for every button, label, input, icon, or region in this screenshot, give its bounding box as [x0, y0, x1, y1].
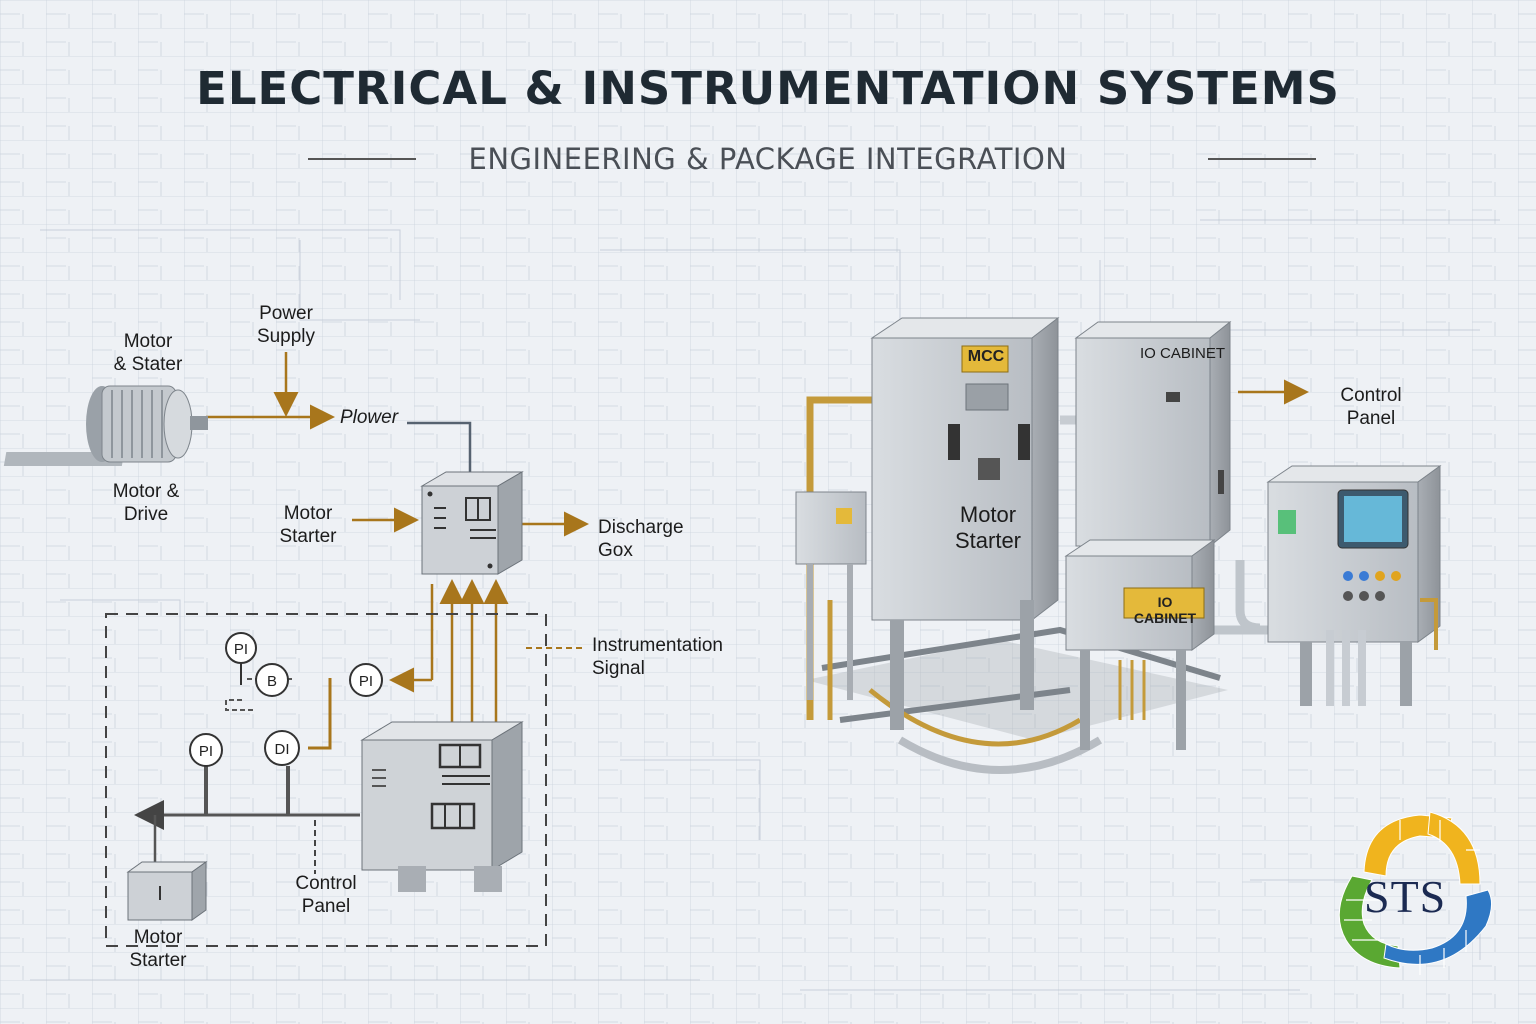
- discharge-box-label: Discharge Gox: [598, 517, 684, 561]
- io-cabinet-top-label: IO CABINET: [1140, 345, 1226, 362]
- schematic-lines: [105, 352, 589, 947]
- page-title: ELECTRICAL & INSTRUMENTATION SYSTEMS: [196, 62, 1340, 115]
- bottom-starter-box-icon: [126, 861, 208, 921]
- instrument-tag: PI: [199, 743, 213, 760]
- power-supply-label: Power Supply: [256, 303, 316, 347]
- instrument-tag: DI: [275, 741, 290, 758]
- mcc-body-label: Motor Starter: [954, 502, 1022, 553]
- instrument-bubbles: [189, 632, 383, 767]
- instrumentation-signal-label: Instrumentation Signal: [592, 635, 723, 679]
- motor-bottom-label: Motor & Drive: [112, 481, 180, 525]
- control-panel-callout: Control Panel: [1340, 385, 1402, 429]
- motor-starter-label: Motor Starter: [279, 503, 337, 547]
- power-label: Plower: [339, 407, 399, 428]
- instrument-tag: PI: [359, 673, 373, 690]
- bottom-motor-starter-label: Motor Starter: [129, 927, 187, 971]
- instrument-tags: PI B PI PI DI: [199, 641, 373, 760]
- io-cabinet-plate: IO CABINET: [1133, 594, 1197, 626]
- sts-logo: [1338, 811, 1492, 975]
- motor-starter-box-icon: [420, 471, 524, 575]
- equipment-skid: [795, 316, 1442, 774]
- control-panel-label: Control Panel: [295, 873, 357, 917]
- instrument-tag: B: [267, 673, 277, 690]
- motor-top-label: Motor & Stater: [113, 331, 183, 375]
- control-panel-box-icon: [360, 721, 524, 892]
- page-subtitle: ENGINEERING & PACKAGE INTEGRATION: [468, 142, 1068, 176]
- subtitle-rule-right: [1208, 158, 1316, 160]
- subtitle-rule-left: [308, 158, 416, 160]
- instrument-tag: PI: [234, 641, 248, 658]
- sts-logo-text: STS: [1364, 871, 1447, 922]
- mcc-plate: MCC: [967, 348, 1005, 365]
- motor-icon: [3, 385, 208, 466]
